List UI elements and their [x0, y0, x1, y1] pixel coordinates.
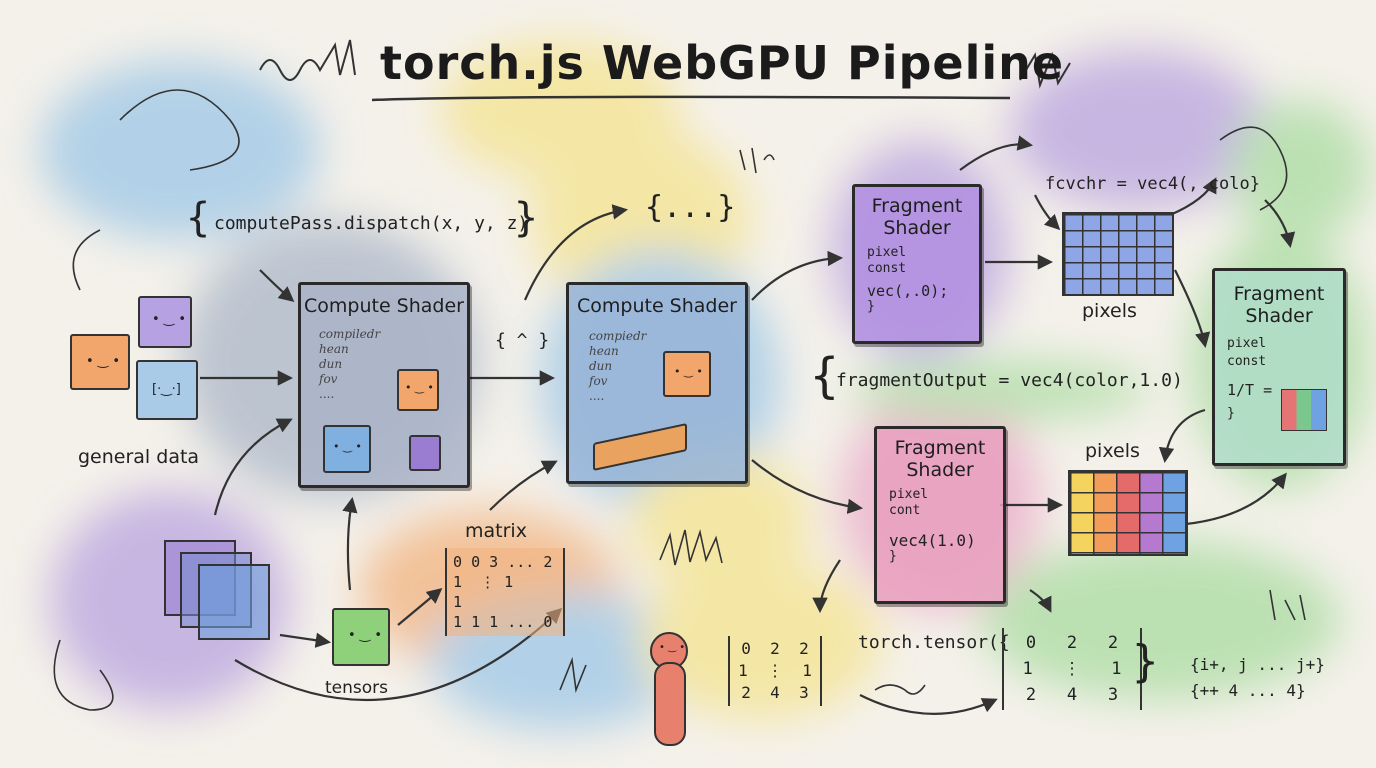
flow-arrows	[200, 135, 1296, 715]
fragment-shader-title: Fragment Shader	[894, 437, 986, 481]
matrix-row: 0 0 3 ... 2	[453, 553, 553, 571]
title-decorations	[259, 39, 1071, 102]
shader-code-lines: compiedr hean dun fov ....	[589, 329, 647, 403]
blue-data-cube: [·‿·]	[136, 360, 198, 420]
shader-code-lines: pixel const vec(,.0); }	[867, 245, 949, 314]
pixels-label-top: pixels	[1082, 300, 1137, 322]
close-brace: }	[1132, 636, 1159, 687]
shader-code-lines: pixel cont vec4(1.0) }	[889, 487, 976, 564]
orange-cube-icon: • ‿ •	[397, 369, 439, 411]
cube-face-icon: • ‿ •	[348, 628, 383, 643]
compute-shader-title: Compute Shader	[577, 295, 737, 317]
matrix-row: 1 1 1 ... 0	[453, 613, 553, 631]
open-brace: {	[186, 195, 211, 241]
compute-shader-box-2: Compute Shader compiedr hean dun fov ...…	[566, 282, 748, 484]
blue-cube-icon: • ‿ •	[323, 425, 371, 473]
fragment-shader-box-top: Fragment Shader pixel const vec(,.0); }	[852, 184, 982, 344]
general-data-label: general data	[78, 446, 200, 468]
pixels-label-mid: pixels	[1085, 440, 1140, 462]
tensor-matrix: 0 2 2 1 ⋮ 1 2 4 3	[1002, 628, 1142, 710]
compute-shader-title: Compute Shader	[304, 295, 464, 317]
pixels-grid-mid	[1068, 470, 1188, 556]
tail-code: {i+, j ... j+} {++ 4 ... 4}	[1190, 655, 1325, 700]
ellipsis-open-brace: {	[645, 190, 664, 225]
green-tensor-cube: • ‿ •	[332, 608, 390, 666]
matrix-label: matrix	[465, 520, 527, 542]
page-title: torch.js WebGPU Pipeline	[380, 36, 1065, 90]
open-brace: {	[810, 348, 839, 404]
matrix-grid: 0 0 3 ... 2 1 ⋮ 1 1 1 1 1 ... 0	[445, 548, 565, 636]
small-braces-code: { ^ }	[495, 330, 550, 351]
shader-code-lines: compiledr hean dun fov ....	[319, 327, 381, 401]
cube-face-icon: [·‿·]	[152, 382, 181, 397]
purple-data-cube: • ‿ •	[138, 296, 192, 348]
dispatch-code: computePass.dispatch(x, y, z)	[214, 213, 529, 234]
fragment-shader-box-right: Fragment Shader pixel const 1/T = }	[1212, 268, 1346, 466]
character-body-icon	[654, 662, 686, 746]
pixel-mini-grid	[1281, 389, 1327, 431]
doodles	[53, 89, 1306, 711]
ellipsis-close-brace: }	[717, 190, 736, 225]
orange-bar-block	[593, 423, 687, 471]
shader-code-lines: pixel const 1/T = }	[1227, 336, 1273, 421]
orange-data-cube: • ‿ •	[70, 334, 130, 390]
torch-tensor-code: torch.tensor({	[858, 632, 1010, 653]
small-matrix: 0 2 2 1 ⋮ 1 2 4 3	[728, 636, 822, 706]
cube-face-icon: • ‿ •	[152, 312, 187, 327]
fragment-shader-title: Fragment Shader	[1233, 283, 1325, 327]
orange-cube-icon: • ‿ •	[663, 351, 711, 397]
close-brace: }	[514, 195, 539, 241]
compute-shader-box-1: Compute Shader compiledr hean dun fov ..…	[298, 282, 470, 488]
ellipsis-text: ...	[663, 190, 718, 225]
tensors-label: tensors	[325, 678, 389, 698]
matrix-row: 1 ⋮ 1 1	[453, 573, 514, 611]
fragment-shader-box-mid: Fragment Shader pixel cont vec4(1.0) }	[874, 426, 1006, 604]
top-right-code: fcvchr = vec4(, colo}	[1045, 174, 1260, 194]
fragment-output-code: fragmentOutput = vec4(color,1.0)	[836, 370, 1183, 391]
pixels-grid-top	[1062, 212, 1174, 296]
layer-sheet-front	[198, 564, 270, 640]
ellipsis-code-block: {...}	[645, 190, 735, 225]
purple-cube-icon	[409, 435, 441, 471]
fragment-shader-title: Fragment Shader	[871, 195, 963, 239]
cube-face-icon: • ‿ •	[86, 354, 121, 369]
pixel-grid-lines	[1070, 472, 1186, 554]
